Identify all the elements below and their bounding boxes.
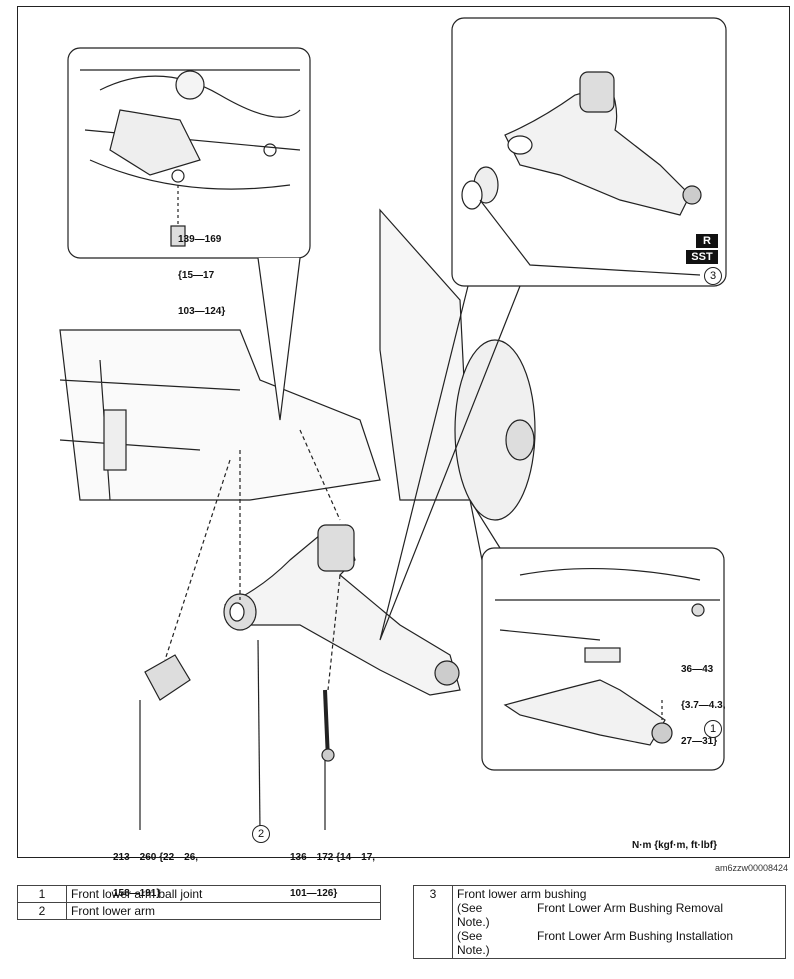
part-number: 3: [413, 885, 453, 959]
table-row: 1 Front lower arm ball joint: [17, 885, 381, 903]
parts-table-left: 1 Front lower arm ball joint 2 Front low…: [17, 885, 381, 920]
inset-subframe-mount: [67, 47, 311, 259]
part-number: 1: [17, 885, 67, 903]
subframe-and-knuckle: [59, 208, 536, 521]
callout-2: 2: [252, 825, 270, 843]
part-name: Front lower arm bushing: [457, 887, 587, 901]
sst-badge: SST: [686, 250, 718, 264]
parts-table-right: 3 Front lower arm bushing (See Front Low…: [413, 885, 786, 959]
table-row: 2 Front lower arm: [17, 902, 381, 920]
callout-1: 1: [704, 720, 722, 738]
diagram-frame: [17, 6, 790, 858]
installation-link[interactable]: Front Lower Arm Bushing Installation: [537, 929, 734, 943]
part-name: Front lower arm ball joint: [66, 885, 381, 903]
reference-row: (See Front Lower Arm Bushing Installatio…: [457, 929, 734, 943]
reference-row: (See Front Lower Arm Bushing Removal: [457, 901, 724, 915]
inset-pointers: [139, 257, 521, 831]
torque-subframe-bolt: 139—169 {15—17 103—124}: [178, 234, 226, 317]
replace-badge: R: [696, 234, 718, 248]
callout-3: 3: [704, 267, 722, 285]
figure-id: am6zzw00008424: [714, 863, 788, 873]
torque-ball-joint-nut: 36—43 {3.7—4.3, 27—31}: [681, 664, 726, 747]
removal-link[interactable]: Front Lower Arm Bushing Removal: [537, 901, 724, 915]
part-number: 2: [17, 902, 67, 920]
inset-bushing: [451, 17, 727, 287]
exploded-diagram: [59, 17, 727, 831]
inset-ball-joint: [481, 547, 725, 771]
front-lower-arm-main: [144, 524, 461, 762]
leader-lines: [164, 429, 341, 691]
part-name: Front lower arm: [66, 902, 381, 920]
table-row: 3 Front lower arm bushing (See Front Low…: [413, 885, 786, 959]
units-label: N·m {kgf·m, ft·lbf}: [632, 840, 717, 851]
